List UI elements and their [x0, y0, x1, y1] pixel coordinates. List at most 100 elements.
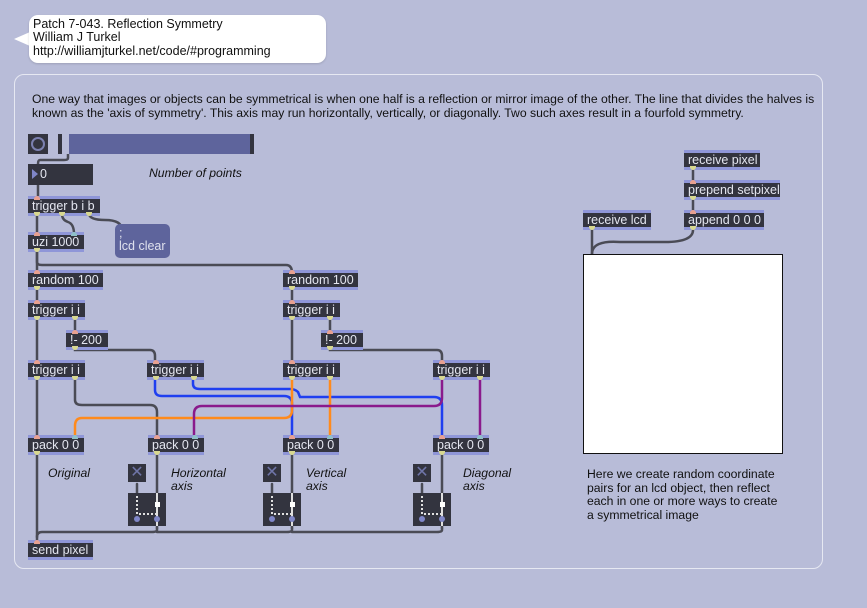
- trigger-ii-object-1[interactable]: trigger i i: [28, 300, 85, 320]
- inlet[interactable]: [289, 270, 295, 274]
- inlet[interactable]: [690, 210, 696, 214]
- outlet[interactable]: [327, 376, 333, 380]
- minus-object-1[interactable]: !- 200: [66, 330, 108, 350]
- inlet[interactable]: [34, 300, 40, 304]
- gate-switch-2[interactable]: [263, 493, 301, 526]
- number-of-points-slider[interactable]: [58, 134, 254, 154]
- slider-knob[interactable]: [58, 134, 62, 154]
- outlet[interactable]: [72, 316, 78, 320]
- outlet[interactable]: [289, 286, 295, 290]
- outlet[interactable]: [59, 212, 65, 216]
- comment-bubble-tail: [14, 32, 30, 46]
- inlet[interactable]: [34, 435, 40, 439]
- object-text: receive lcd: [587, 213, 647, 227]
- outlet[interactable]: [327, 346, 333, 350]
- outlet[interactable]: [690, 166, 696, 170]
- intro-comment: One way that images or objects can be sy…: [32, 92, 815, 120]
- inlet[interactable]: [71, 232, 77, 236]
- receive-pixel-object[interactable]: receive pixel: [684, 150, 760, 170]
- outlet[interactable]: [327, 316, 333, 320]
- toggle-x-icon[interactable]: ✕: [128, 464, 146, 482]
- inlet[interactable]: [34, 270, 40, 274]
- inlet[interactable]: [72, 330, 78, 334]
- url: http://williamjturkel.net/code/#programm…: [33, 43, 271, 58]
- inlet[interactable]: [34, 196, 40, 200]
- outlet[interactable]: [153, 376, 159, 380]
- trigger-bib-object[interactable]: trigger b i b: [28, 196, 100, 216]
- outlet[interactable]: [72, 346, 78, 350]
- outlet[interactable]: [86, 212, 92, 216]
- label-line: Vertical: [306, 466, 347, 480]
- gate-switch-1[interactable]: [128, 493, 166, 526]
- gate-switch-icon: [134, 493, 160, 526]
- inlet[interactable]: [289, 300, 295, 304]
- inlet[interactable]: [327, 435, 333, 439]
- outlet[interactable]: [439, 451, 445, 455]
- inlet[interactable]: [439, 360, 445, 364]
- inlet[interactable]: [153, 360, 159, 364]
- pack-object-1[interactable]: pack 0 0: [28, 435, 84, 455]
- gate-switch-3[interactable]: [413, 493, 451, 526]
- random-object-2[interactable]: random 100: [283, 270, 358, 290]
- outlet[interactable]: [289, 316, 295, 320]
- outlet[interactable]: [34, 286, 40, 290]
- outlet[interactable]: [72, 376, 78, 380]
- label-line: Horizontal: [171, 466, 226, 480]
- inlet[interactable]: [34, 540, 40, 544]
- outlet[interactable]: [34, 316, 40, 320]
- inlet[interactable]: [289, 435, 295, 439]
- pack-object-3[interactable]: pack 0 0: [283, 435, 339, 455]
- outlet[interactable]: [690, 196, 696, 200]
- inlet[interactable]: [192, 435, 198, 439]
- number-box-value: 0: [40, 167, 47, 181]
- outlet[interactable]: [34, 212, 40, 216]
- outlet[interactable]: [477, 376, 483, 380]
- toggle-x-icon[interactable]: ✕: [413, 464, 431, 482]
- pack-object-4[interactable]: pack 0 0: [433, 435, 489, 455]
- outlet[interactable]: [191, 376, 197, 380]
- outlet[interactable]: [289, 376, 295, 380]
- gate-switch-icon: [269, 493, 295, 526]
- random-object-1[interactable]: random 100: [28, 270, 103, 290]
- inlet[interactable]: [34, 232, 40, 236]
- trigger-ii-object-5[interactable]: trigger i i: [283, 360, 340, 380]
- outlet[interactable]: [289, 451, 295, 455]
- append-object[interactable]: append 0 0 0: [684, 210, 764, 230]
- lcd-clear-message[interactable]: ; lcd clear: [115, 224, 170, 258]
- number-box-arrow-icon: [32, 169, 38, 179]
- outlet[interactable]: [690, 226, 696, 230]
- pack-object-2[interactable]: pack 0 0: [148, 435, 204, 455]
- inlet[interactable]: [439, 435, 445, 439]
- object-text: pack 0 0: [152, 438, 200, 452]
- outlet[interactable]: [439, 376, 445, 380]
- outlet[interactable]: [34, 376, 40, 380]
- trigger-ii-object-6[interactable]: trigger i i: [433, 360, 490, 380]
- trigger-ii-object-4[interactable]: trigger i i: [147, 360, 204, 380]
- prepend-setpixel-object[interactable]: prepend setpixel: [684, 180, 780, 200]
- inlet[interactable]: [327, 330, 333, 334]
- outlet[interactable]: [34, 248, 40, 252]
- object-text: pack 0 0: [437, 438, 485, 452]
- lcd-canvas[interactable]: [583, 254, 783, 454]
- inlet[interactable]: [72, 435, 78, 439]
- inlet[interactable]: [289, 360, 295, 364]
- outlet[interactable]: [154, 451, 160, 455]
- inlet[interactable]: [690, 180, 696, 184]
- inlet[interactable]: [154, 435, 160, 439]
- send-pixel-object[interactable]: send pixel: [28, 540, 93, 560]
- patch-title: Patch 7-043. Reflection Symmetry: [33, 17, 223, 31]
- inlet[interactable]: [34, 360, 40, 364]
- object-text: trigger i i: [151, 363, 199, 377]
- receive-lcd-object[interactable]: receive lcd: [583, 210, 651, 230]
- inlet[interactable]: [477, 435, 483, 439]
- toggle-button[interactable]: [28, 134, 48, 154]
- minus-object-2[interactable]: !- 200: [321, 330, 363, 350]
- number-box[interactable]: 0: [28, 164, 93, 185]
- trigger-ii-object-3[interactable]: trigger i i: [28, 360, 85, 380]
- title-comment-bubble: Patch 7-043. Reflection Symmetry William…: [29, 15, 326, 63]
- outlet[interactable]: [589, 226, 595, 230]
- outlet[interactable]: [34, 451, 40, 455]
- trigger-ii-object-2[interactable]: trigger i i: [283, 300, 340, 320]
- uzi-object[interactable]: uzi 1000: [28, 232, 84, 252]
- toggle-x-icon[interactable]: ✕: [263, 464, 281, 482]
